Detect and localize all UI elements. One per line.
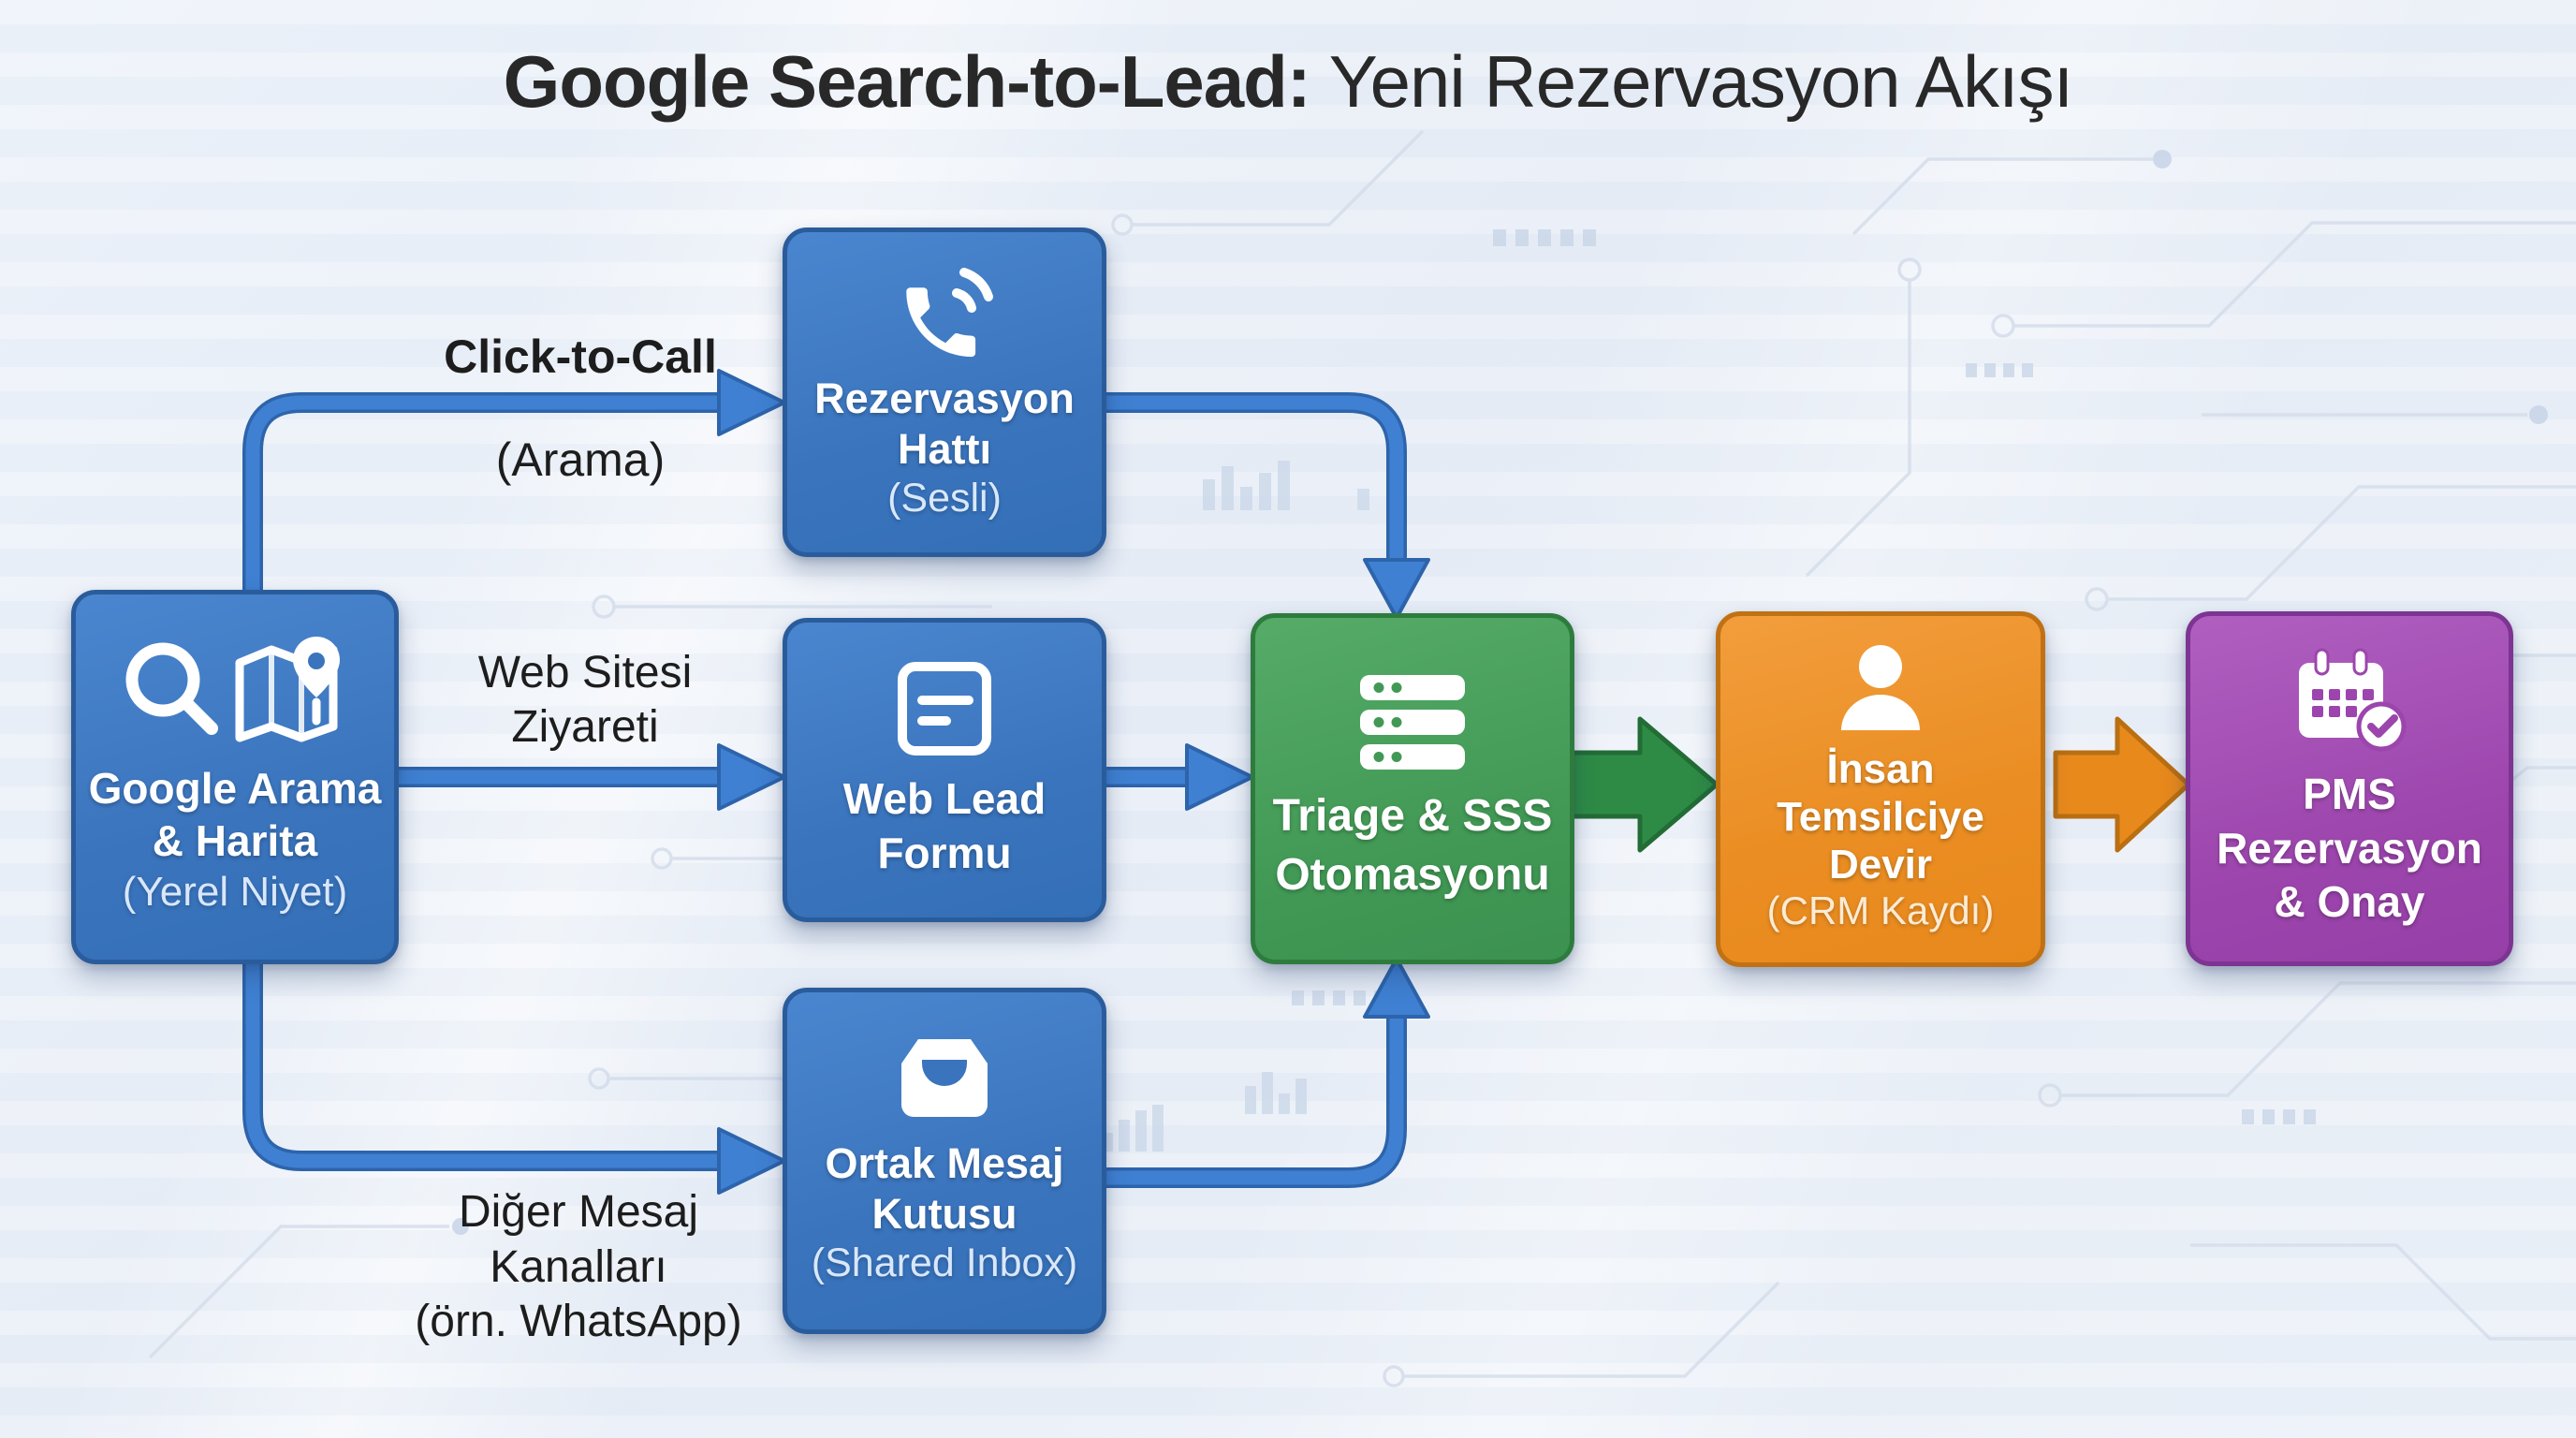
edge-label-other-channels: Diğer Mesaj Kanalları (örn. WhatsApp): [354, 1185, 803, 1350]
search-icon: [125, 642, 218, 736]
form-icon: [896, 660, 993, 757]
node-title-line: Hattı: [898, 425, 991, 474]
orange-block-arrow: [2053, 716, 2191, 853]
person-icon: [1829, 644, 1932, 731]
node-google-search-maps: Google Arama & Harita (Yerel Niyet): [71, 590, 399, 964]
green-block-arrow: [1560, 716, 1720, 853]
node-title-line: Devir: [1828, 842, 1933, 888]
node-title-line: Kutusu: [871, 1190, 1017, 1239]
node-title-line: Google Arama: [88, 764, 382, 814]
node-title-line: & Harita: [152, 816, 318, 866]
node-title-line: Formu: [877, 828, 1012, 877]
node-subtitle: (CRM Kaydı): [1766, 888, 1995, 933]
node-title-line: Ortak Mesaj: [825, 1139, 1064, 1188]
edge-label-web-line1: Web Sitesi: [477, 648, 693, 697]
node-triage-automation: Triage & SSS Otomasyonu: [1251, 613, 1574, 964]
node-title-line: İnsan: [1826, 746, 1935, 793]
node-shared-inbox: Ortak Mesaj Kutusu (Shared Inbox): [783, 988, 1106, 1334]
calendar-check-icon: [2290, 648, 2409, 753]
edge-label-other-line3: (örn. WhatsApp): [415, 1297, 742, 1347]
node-pms-reservation: PMS Rezervasyon & Onay: [2186, 611, 2513, 966]
bar-watermark: [1102, 461, 1369, 1152]
node-subtitle: (Shared Inbox): [811, 1240, 1078, 1286]
node-title-line: Otomasyonu: [1275, 849, 1550, 900]
node-title-line: Web Lead: [842, 774, 1046, 823]
node-human-handover: İnsan Temsilciye Devir (CRM Kaydı): [1716, 611, 2045, 967]
node-title-line: Triage & SSS: [1272, 791, 1553, 842]
edge-label-web-visit: Web Sitesi Ziyareti: [402, 646, 768, 754]
edge-label-click-to-call-sub: (Arama): [495, 433, 666, 486]
node-title-line: Temsilciye: [1777, 794, 1984, 841]
node-title-line: PMS: [2303, 770, 2396, 819]
title-regular: Yeni Rezervasyon Akışı: [1328, 40, 2074, 123]
node-reservation-line: Rezervasyon Hattı (Sesli): [783, 227, 1106, 557]
page-title: Google Search-to-Lead:Yeni Rezervasyon A…: [0, 39, 2576, 125]
edge-label-click-to-call: Click-to-Call: [444, 330, 717, 383]
edge-label-web-line2: Ziyareti: [511, 701, 659, 752]
node-title-line: & Onay: [2274, 877, 2425, 927]
node-web-lead-form: Web Lead Formu: [783, 618, 1106, 922]
server-stack-icon: [1357, 673, 1468, 772]
node-title-line: Rezervasyon: [2217, 823, 2482, 873]
edge-label-other-line1: Diğer Mesaj: [458, 1187, 699, 1237]
phone-call-icon: [893, 261, 996, 359]
node-subtitle: (Sesli): [887, 476, 1002, 521]
inbox-icon: [888, 1034, 1001, 1123]
title-bold: Google Search-to-Lead:: [503, 40, 1311, 123]
edge-label-other-line2: Kanalları: [490, 1241, 667, 1292]
map-pin-icon: [235, 637, 340, 742]
arrowhead: [717, 369, 1430, 1195]
node-title-line: Rezervasyon: [814, 374, 1075, 423]
node-subtitle: (Yerel Niyet): [122, 869, 348, 916]
